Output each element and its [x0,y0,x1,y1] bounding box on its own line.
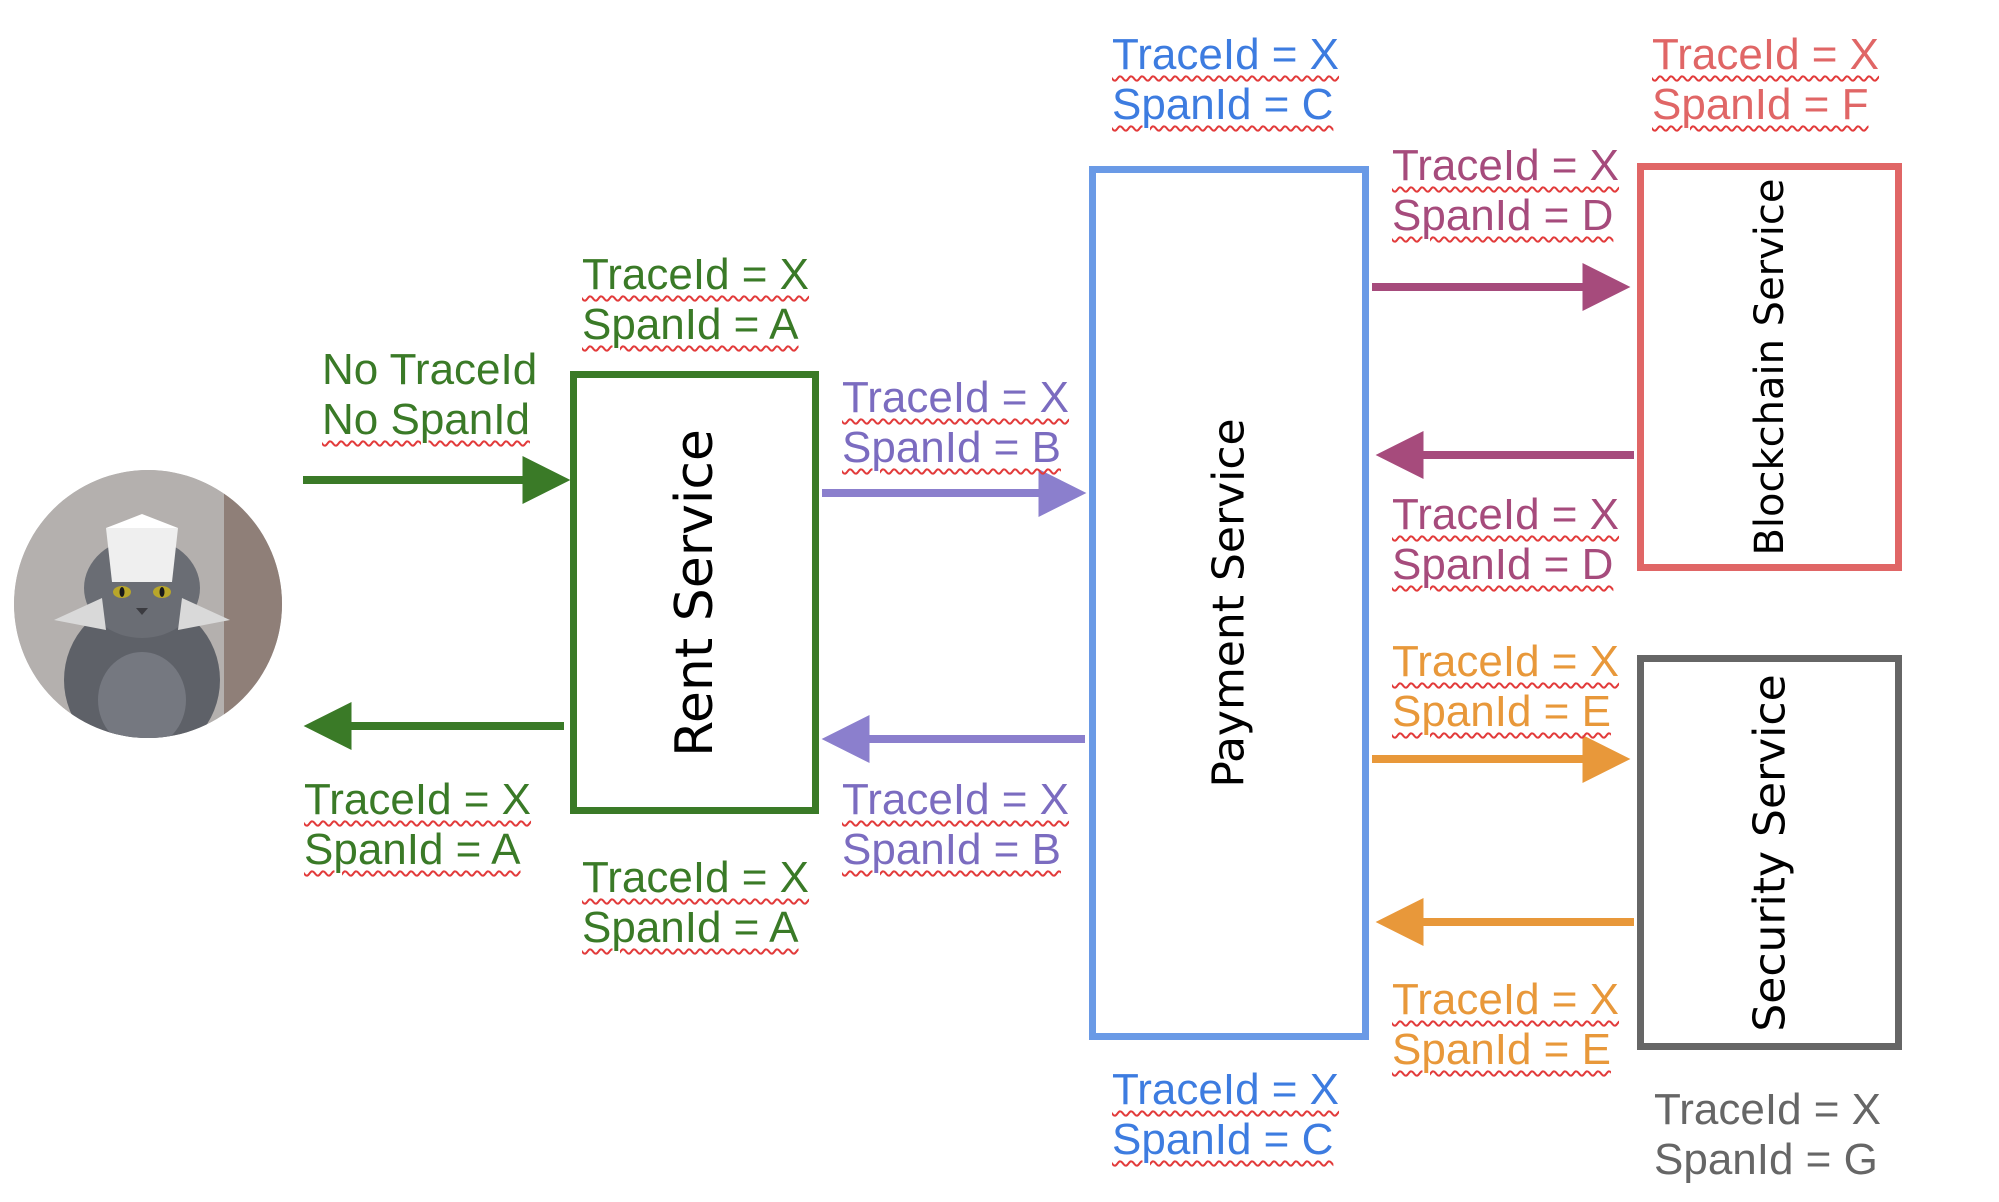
label-line: SpanId = C [1112,80,1334,129]
label-line: SpanId = G [1654,1135,1878,1184]
security-service-title: Security Service [1744,673,1795,1032]
label-line: SpanId = A [582,903,799,952]
label-return-user: TraceId = X SpanId = A [304,775,531,875]
rent-service-title: Rent Service [664,428,725,757]
label-req-security: TraceId = X SpanId = E [1392,637,1619,737]
label-line: No TraceId [322,345,538,394]
payment-service-title: Payment Service [1203,418,1255,788]
rent-service-box: Rent Service [570,371,819,814]
label-line: SpanId = A [582,300,799,349]
label-line: SpanId = B [842,825,1061,874]
label-line: TraceId = X [1652,30,1880,79]
label-line: TraceId = X [1392,975,1620,1024]
label-line: SpanId = D [1392,191,1614,240]
label-blockchain-top: TraceId = X SpanId = F [1652,30,1879,130]
label-line: TraceId = X [304,775,532,824]
label-line: TraceId = X [1654,1085,1882,1134]
label-resp-payment: TraceId = X SpanId = B [842,775,1069,875]
label-payment-bottom: TraceId = X SpanId = C [1112,1065,1339,1165]
label-line: SpanId = B [842,423,1061,472]
label-line: SpanId = E [1392,687,1611,736]
label-line: TraceId = X [842,775,1070,824]
label-line: SpanId = E [1392,1025,1611,1074]
label-line: SpanId = D [1392,540,1614,589]
label-resp-blockchain: TraceId = X SpanId = D [1392,490,1619,590]
label-line: TraceId = X [582,250,810,299]
label-line: SpanId = A [304,825,521,874]
label-line: TraceId = X [1112,1065,1340,1114]
blockchain-service-box: Blockchain Service [1637,163,1902,571]
label-line: TraceId = X [1112,30,1340,79]
label-resp-security: TraceId = X SpanId = E [1392,975,1619,1075]
label-req-blockchain: TraceId = X SpanId = D [1392,141,1619,241]
label-line: TraceId = X [1392,490,1620,539]
blockchain-service-title: Blockchain Service [1746,178,1793,556]
cat-avatar [14,470,282,738]
security-service-box: Security Service [1637,655,1902,1050]
label-req-payment: TraceId = X SpanId = B [842,373,1069,473]
label-security-bottom: TraceId = X SpanId = G [1654,1085,1881,1185]
label-line: TraceId = X [1392,141,1620,190]
label-line: No SpanId [322,395,530,444]
payment-service-box: Payment Service [1089,166,1369,1040]
label-line: TraceId = X [1392,637,1620,686]
label-line: TraceId = X [842,373,1070,422]
label-line: TraceId = X [582,853,810,902]
label-rent-top: TraceId = X SpanId = A [582,250,809,350]
label-rent-bottom: TraceId = X SpanId = A [582,853,809,953]
label-line: SpanId = F [1652,80,1869,129]
label-incoming: No TraceId No SpanId [322,345,537,445]
label-line: SpanId = C [1112,1115,1334,1164]
label-payment-top: TraceId = X SpanId = C [1112,30,1339,130]
